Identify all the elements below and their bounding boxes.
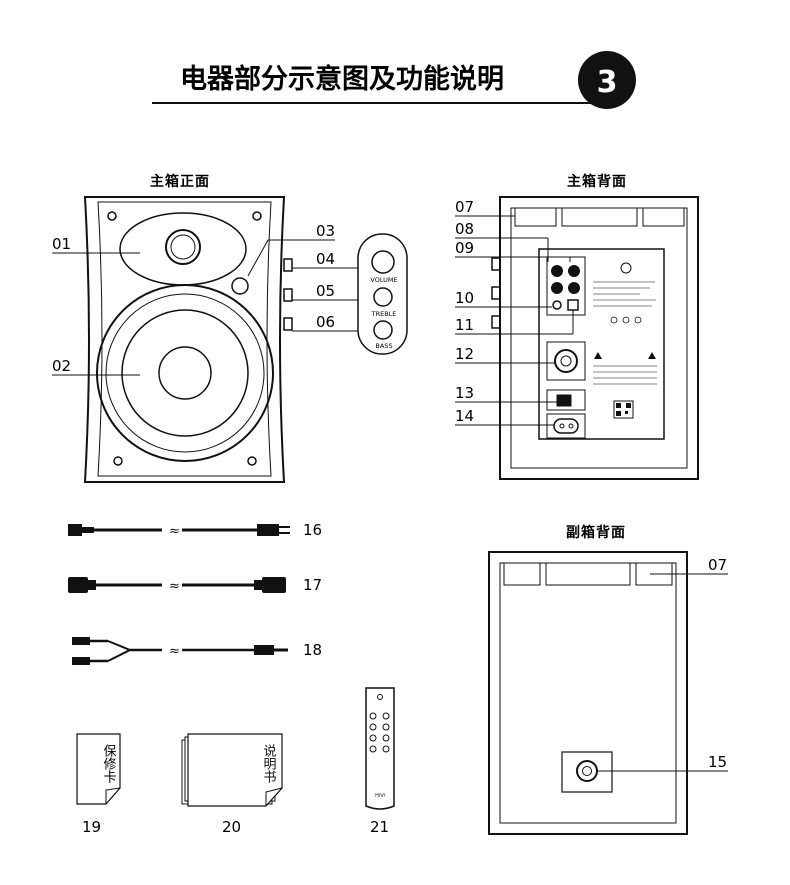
callout-10: 10 [455,289,474,307]
page-title: 电器部分示意图及功能说明 [180,63,504,95]
callout-16: 16 [303,521,322,539]
user-manual: 说明书 [181,733,283,807]
svg-text:≈: ≈ [169,644,180,659]
sub-speaker-output [554,349,578,373]
callout-07: 07 [455,198,474,216]
qr-code [613,400,634,419]
cable-speaker: ≈ [68,577,286,594]
bass-knob [373,320,393,340]
callout-20: 20 [222,818,241,836]
callout-09: 09 [455,239,474,257]
bass-label: BASS [375,342,392,350]
optical-input [567,299,579,311]
svg-text:≈: ≈ [169,579,180,594]
callout-02: 02 [52,357,71,375]
power-switch [556,394,572,407]
cable-audio-y: ≈ [72,637,288,665]
knob-panel: VOLUME TREBLE BASS [357,233,408,355]
callout-13: 13 [455,384,474,402]
callout-21: 21 [370,818,389,836]
sub-callouts [597,573,728,772]
callout-01: 01 [52,235,71,253]
manual-label: 说明书 [261,744,277,784]
callout-03: 03 [316,222,335,240]
page-header: 电器部分示意图及功能说明 3 [152,51,636,109]
tweeter [165,229,201,265]
callout-04: 04 [316,250,335,268]
ac-power-inlet [553,418,579,434]
svg-text:≈: ≈ [169,524,180,539]
amp-panel [538,248,665,440]
step-badge [578,51,636,109]
rca-input [552,300,562,310]
callout-08: 08 [455,220,474,238]
remote-brand: HiVi [375,793,385,799]
tweeter-plate [119,212,247,286]
main-speaker-front [83,196,293,483]
warning-left-icon [594,352,602,359]
treble-knob [373,287,393,307]
step-number: 3 [597,65,618,100]
treble-label: TREBLE [371,310,397,318]
section-title-main-front: 主箱正面 [150,173,210,190]
section-title-main-back: 主箱背面 [567,173,627,190]
main-speaker-back [491,196,699,480]
sub-speaker-back [488,551,688,835]
warranty-card: 保修卡 [76,733,121,805]
volume-knob [371,250,395,274]
callout-05: 05 [316,282,335,300]
callout-12: 12 [455,345,474,363]
woofer [96,284,274,462]
sub-speaker-input [576,760,598,782]
warning-right-icon [648,352,656,359]
back-callouts [455,215,574,426]
callout-18: 18 [303,641,322,659]
callout-07-sub: 07 [708,556,727,574]
callout-11: 11 [455,316,474,334]
indicator-light [231,277,249,295]
remote-power-button [377,694,383,700]
callout-06: 06 [316,313,335,331]
warranty-card-label: 保修卡 [101,744,117,783]
logo-badge-icon [620,262,632,274]
remote-control: HiVi [365,687,395,810]
cable-power: ≈ [68,524,290,539]
callout-19: 19 [82,818,101,836]
section-title-sub-back: 副箱背面 [566,524,626,541]
callout-14: 14 [455,407,474,425]
callout-17: 17 [303,576,322,594]
front-callouts [52,239,358,376]
callout-15: 15 [708,753,727,771]
volume-label: VOLUME [370,276,397,284]
